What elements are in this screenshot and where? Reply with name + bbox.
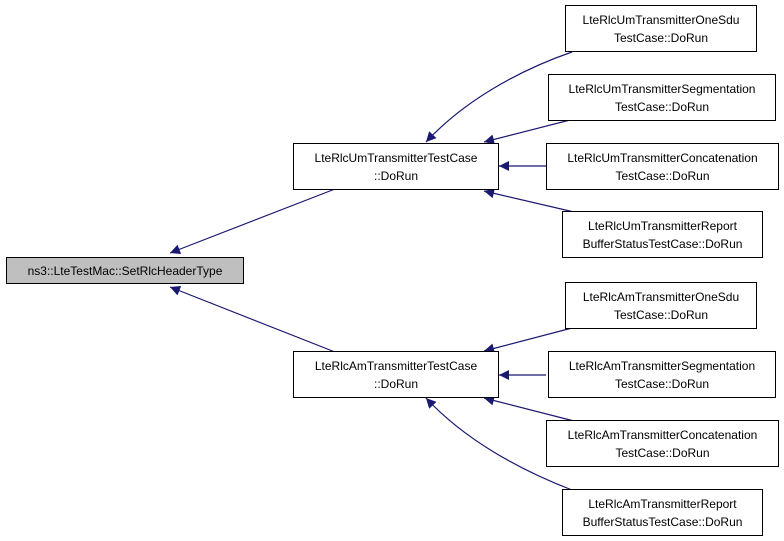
edge-um-case-to-root: [169, 188, 336, 255]
node-am-concatenation-line-1: LteRlcAmTransmitterConcatenation: [567, 427, 758, 442]
node-am-segmentation[interactable]: LteRlcAmTransmitterSegmentation TestCase…: [548, 351, 776, 398]
node-um-concatenation-line-2: TestCase::DoRun: [615, 168, 710, 183]
edge-am-concatenation-to-am-case: [483, 395, 575, 422]
node-um-segmentation[interactable]: LteRlcUmTransmitterSegmentation TestCase…: [548, 74, 776, 121]
edge-am-case-to-root: [169, 286, 336, 353]
node-um-report-line-2: BufferStatusTestCase::DoRun: [582, 236, 743, 251]
node-am-concatenation[interactable]: LteRlcAmTransmitterConcatenation TestCas…: [546, 420, 779, 467]
node-am-case-line-2: ::DoRun: [373, 376, 419, 391]
node-am-onesdu[interactable]: LteRlcAmTransmitterOneSdu TestCase::DoRu…: [565, 282, 757, 329]
edge-um-segmentation-to-um-case: [483, 118, 575, 145]
node-um-concatenation[interactable]: LteRlcUmTransmitterConcatenation TestCas…: [546, 143, 779, 190]
node-am-onesdu-line-1: LteRlcAmTransmitterOneSdu: [582, 289, 740, 304]
edge-um-onesdu-to-um-case: [425, 51, 573, 143]
node-am-report-line-2: BufferStatusTestCase::DoRun: [582, 514, 743, 529]
node-um-case[interactable]: LteRlcUmTransmitterTestCase ::DoRun: [293, 143, 499, 190]
node-um-onesdu-line-1: LteRlcUmTransmitterOneSdu: [582, 12, 740, 27]
node-um-onesdu[interactable]: LteRlcUmTransmitterOneSdu TestCase::DoRu…: [565, 5, 757, 52]
node-am-segmentation-line-2: TestCase::DoRun: [614, 376, 710, 391]
node-um-onesdu-line-2: TestCase::DoRun: [613, 30, 709, 45]
node-am-case[interactable]: LteRlcAmTransmitterTestCase ::DoRun: [293, 351, 499, 398]
node-am-report[interactable]: LteRlcAmTransmitterReport BufferStatusTe…: [562, 489, 763, 536]
edge-um-report-to-um-case: [483, 188, 575, 213]
node-um-report[interactable]: LteRlcUmTransmitterReport BufferStatusTe…: [562, 211, 763, 258]
node-am-segmentation-line-1: LteRlcAmTransmitterSegmentation: [568, 358, 756, 373]
node-am-onesdu-line-2: TestCase::DoRun: [613, 307, 709, 322]
node-um-segmentation-line-1: LteRlcUmTransmitterSegmentation: [568, 81, 756, 96]
node-am-concatenation-line-2: TestCase::DoRun: [615, 445, 710, 460]
node-um-case-line-2: ::DoRun: [373, 168, 419, 183]
node-root-line-1: ns3::LteTestMac::SetRlcHeaderType: [27, 263, 223, 278]
node-root[interactable]: ns3::LteTestMac::SetRlcHeaderType: [6, 257, 244, 284]
node-um-case-line-1: LteRlcUmTransmitterTestCase: [314, 150, 478, 165]
node-um-segmentation-line-2: TestCase::DoRun: [614, 99, 710, 114]
node-am-report-line-1: LteRlcAmTransmitterReport: [588, 496, 737, 511]
node-um-report-line-1: LteRlcUmTransmitterReport: [588, 218, 737, 233]
edge-am-onesdu-to-am-case: [483, 327, 573, 354]
node-um-concatenation-line-1: LteRlcUmTransmitterConcatenation: [567, 150, 758, 165]
node-am-case-line-1: LteRlcAmTransmitterTestCase: [314, 358, 478, 373]
edge-am-report-to-am-case: [425, 397, 573, 491]
